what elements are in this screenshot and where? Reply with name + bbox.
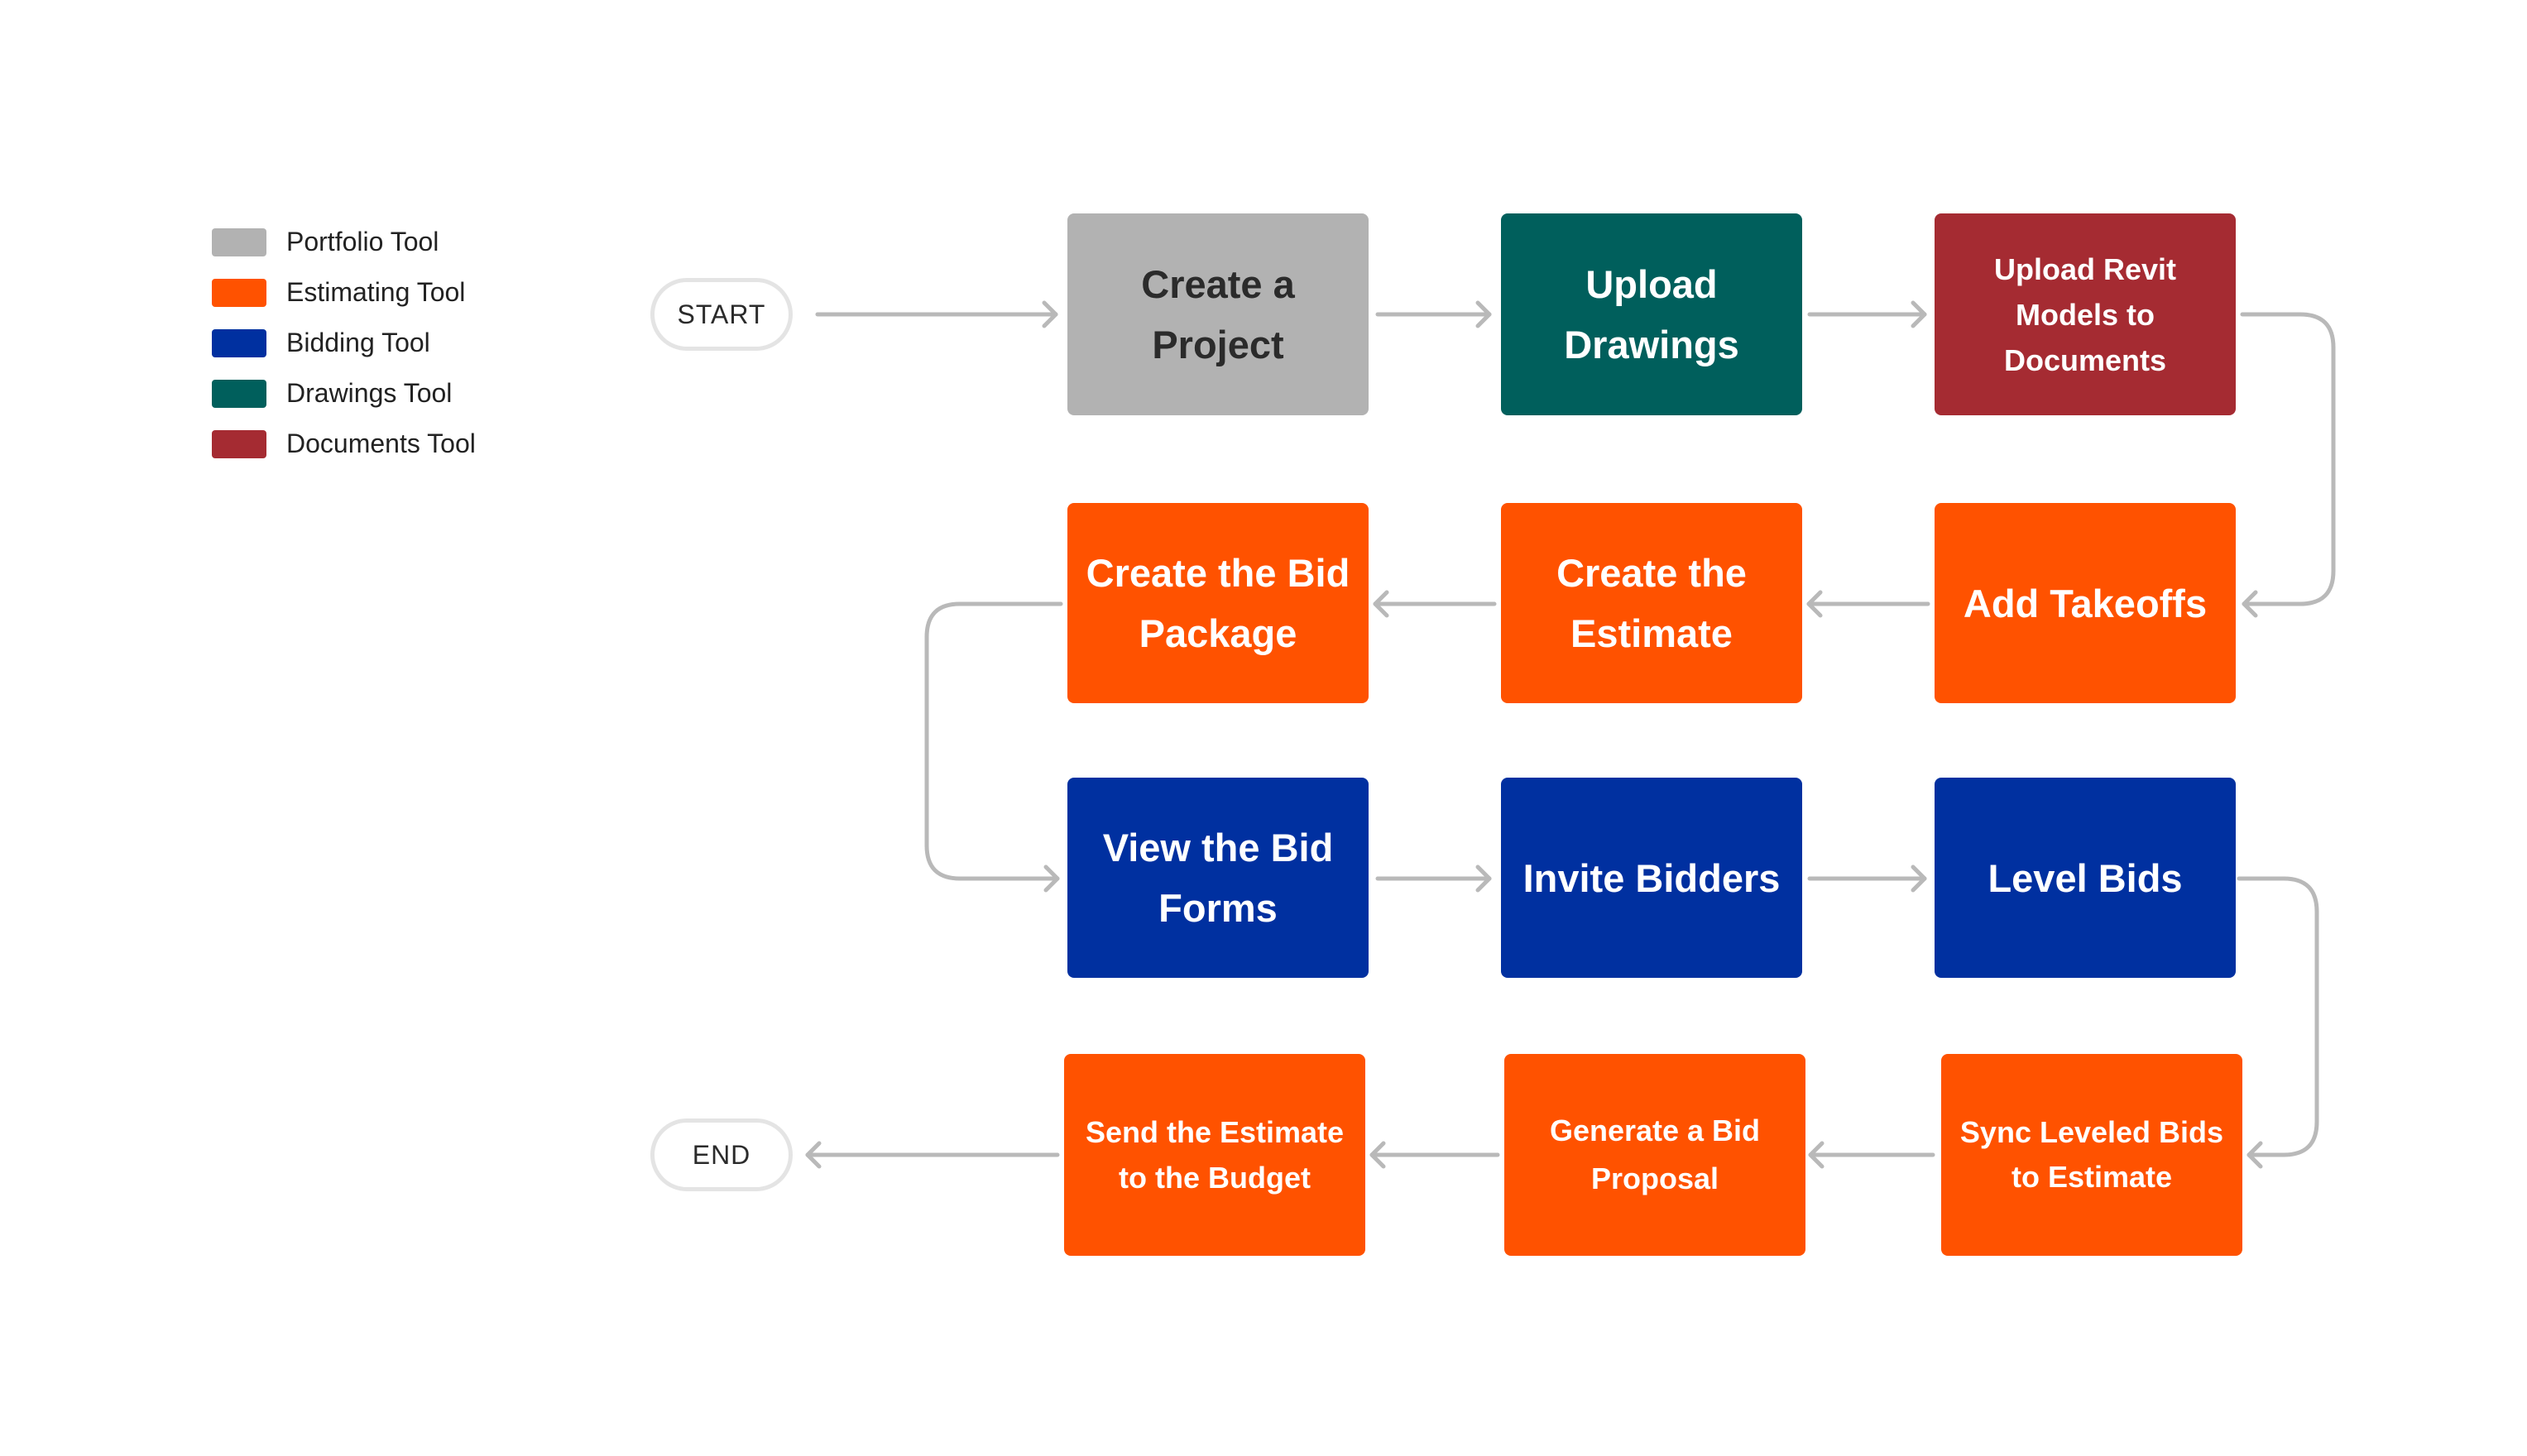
connector-bid-package-to-view-bid-forms [924,601,1063,893]
legend-swatch-documents [212,429,266,458]
legend-label-bidding: Bidding Tool [286,328,430,357]
step-level-bids: Level Bids [1935,778,2236,978]
connector-create-estimate-to-bid-package [1373,590,1497,618]
connector-upload-revit-to-add-takeoffs [2240,312,2336,618]
legend-item-portfolio: Portfolio Tool [212,217,476,267]
end-label: END [692,1139,751,1170]
legend-item-bidding: Bidding Tool [212,318,476,368]
step-view-bid-forms-label: View the Bid Forms [1102,826,1334,930]
step-add-takeoffs-label: Add Takeoffs [1963,581,2208,625]
connector-level-bids-to-sync-leveled-bids [2237,876,2319,1169]
connector-add-takeoffs-to-create-estimate [1806,590,1930,618]
connector-generate-proposal-to-send-estimate [1369,1141,1500,1169]
step-sync-leveled-bids: Sync Leveled Bids to Estimate [1941,1054,2242,1256]
legend-swatch-portfolio [212,228,266,256]
step-level-bids-label: Level Bids [1988,855,2183,900]
connector-upload-drawings-to-upload-revit [1807,300,1927,328]
step-create-estimate: Create the Estimate [1501,503,1802,703]
step-create-bid-package: Create the Bid Package [1067,503,1369,703]
legend-label-drawings: Drawings Tool [286,378,453,408]
step-add-takeoffs: Add Takeoffs [1935,503,2236,703]
step-generate-proposal: Generate a Bid Proposal [1504,1054,1805,1256]
step-upload-revit: Upload Revit Models to Documents [1935,213,2236,415]
end-terminal: END [650,1118,793,1191]
step-send-estimate: Send the Estimate to the Budget [1064,1054,1365,1256]
step-invite-bidders-label: Invite Bidders [1522,855,1781,900]
step-view-bid-forms: View the Bid Forms [1067,778,1369,978]
start-label: START [677,299,766,329]
legend-item-drawings: Drawings Tool [212,368,476,419]
step-generate-proposal-label: Generate a Bid Proposal [1549,1114,1761,1195]
legend-swatch-estimating [212,278,266,307]
legend-swatch-bidding [212,328,266,357]
legend-swatch-drawings [212,379,266,408]
legend: Portfolio Tool Estimating Tool Bidding T… [212,217,476,469]
step-upload-drawings: Upload Drawings [1501,213,1802,415]
legend-label-estimating: Estimating Tool [286,277,466,307]
step-upload-drawings-label: Upload Drawings [1564,262,1739,366]
step-create-project-label: Create a Project [1141,262,1295,366]
connector-send-estimate-to-end [805,1141,1060,1169]
step-send-estimate-label: Send the Estimate to the Budget [1085,1115,1345,1195]
step-create-project: Create a Project [1067,213,1369,415]
legend-item-documents: Documents Tool [212,419,476,469]
legend-label-portfolio: Portfolio Tool [286,227,439,256]
connector-start-to-create-project [815,300,1058,328]
step-create-estimate-label: Create the Estimate [1556,551,1747,655]
step-upload-revit-label: Upload Revit Models to Documents [1993,251,2177,377]
legend-label-documents: Documents Tool [286,429,476,458]
connector-sync-to-generate-proposal [1808,1141,1935,1169]
step-invite-bidders: Invite Bidders [1501,778,1802,978]
connector-view-bid-forms-to-invite-bidders [1375,864,1492,893]
legend-item-estimating: Estimating Tool [212,267,476,318]
start-terminal: START [650,278,793,351]
step-sync-leveled-bids-label: Sync Leveled Bids to Estimate [1959,1115,2224,1194]
connector-invite-bidders-to-level-bids [1807,864,1927,893]
connector-create-project-to-upload-drawings [1375,300,1492,328]
step-create-bid-package-label: Create the Bid Package [1086,551,1350,655]
